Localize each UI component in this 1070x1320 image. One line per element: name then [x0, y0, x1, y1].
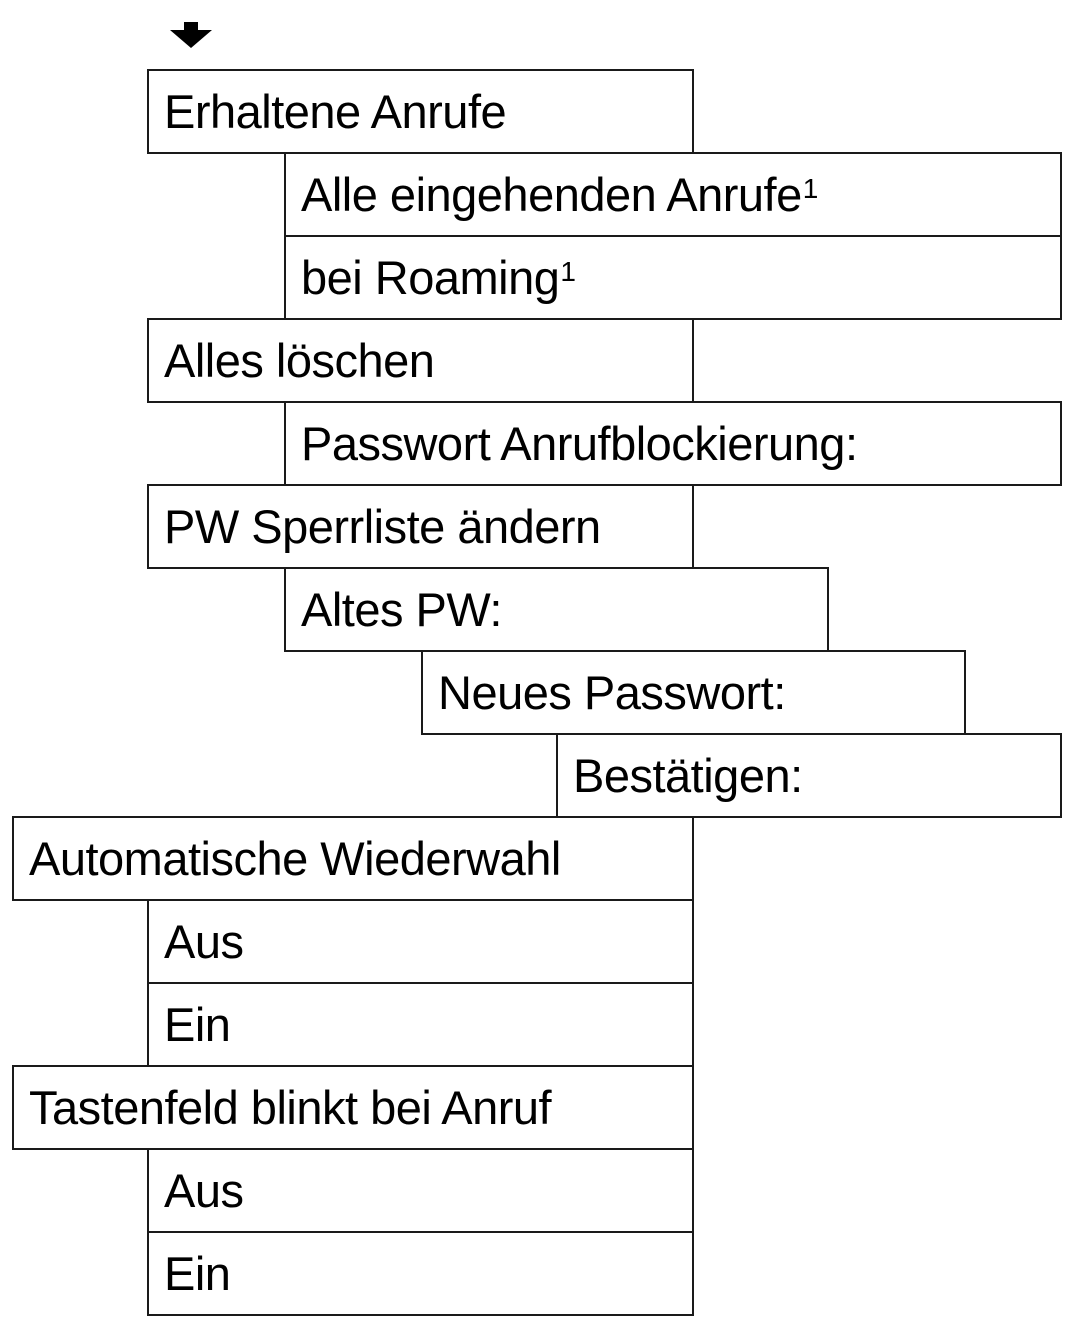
footnote-marker: 1 — [802, 172, 819, 204]
menu-item-label: Bestätigen: — [573, 749, 803, 802]
footnote-marker: 1 — [560, 255, 576, 287]
menu-item-altes-pw[interactable]: Altes PW: — [284, 567, 829, 652]
menu-item-label: Aus — [164, 915, 244, 968]
menu-item-tastenfeld-blinkt[interactable]: Tastenfeld blinkt bei Anruf — [12, 1065, 694, 1150]
menu-item-label: Ein — [164, 1247, 231, 1300]
menu-item-label: Neues Passwort: — [438, 666, 786, 719]
menu-item-wiederwahl-aus[interactable]: Aus — [147, 899, 694, 984]
menu-item-label: bei Roaming — [301, 251, 560, 304]
menu-item-label: Erhaltene Anrufe — [164, 85, 507, 138]
menu-item-label: Aus — [164, 1164, 244, 1217]
menu-item-label: Ein — [164, 998, 231, 1051]
down-arrow-icon — [170, 22, 212, 48]
menu-item-wiederwahl-ein[interactable]: Ein — [147, 982, 694, 1067]
menu-item-alles-loeschen[interactable]: Alles löschen — [147, 318, 694, 403]
menu-item-erhaltene-anrufe[interactable]: Erhaltene Anrufe — [147, 69, 694, 154]
menu-item-label: Alle eingehenden Anrufe — [301, 168, 802, 221]
menu-item-passwort-anrufblockierung[interactable]: Passwort Anrufblockierung: — [284, 401, 1062, 486]
menu-item-pw-sperrliste-aendern[interactable]: PW Sperrliste ändern — [147, 484, 694, 569]
menu-item-label: Tastenfeld blinkt bei Anruf — [29, 1081, 552, 1134]
menu-item-tastenfeld-ein[interactable]: Ein — [147, 1231, 694, 1316]
menu-item-label: Alles löschen — [164, 334, 435, 387]
menu-item-label: Altes PW: — [301, 583, 502, 636]
menu-item-automatische-wiederwahl[interactable]: Automatische Wiederwahl — [12, 816, 694, 901]
menu-item-label: Automatische Wiederwahl — [29, 832, 561, 885]
menu-item-tastenfeld-aus[interactable]: Aus — [147, 1148, 694, 1233]
menu-item-neues-passwort[interactable]: Neues Passwort: — [421, 650, 966, 735]
menu-item-label: PW Sperrliste ändern — [164, 500, 601, 553]
menu-item-bestaetigen[interactable]: Bestätigen: — [556, 733, 1062, 818]
menu-item-label: Passwort Anrufblockierung: — [301, 417, 858, 470]
